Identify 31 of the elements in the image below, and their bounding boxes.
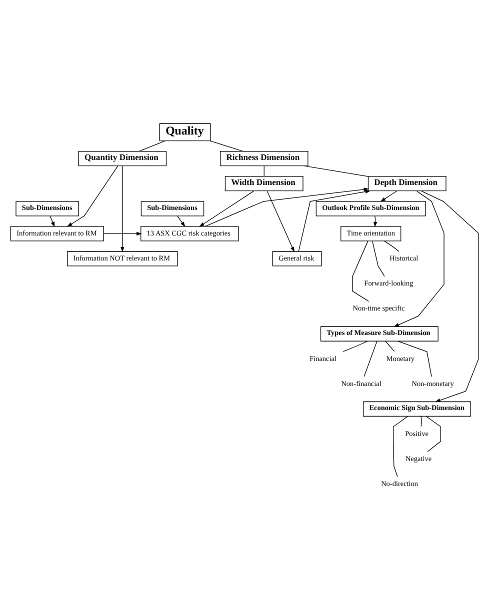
node-box: Quality (159, 123, 211, 142)
arrow (103, 232, 142, 236)
arrow (266, 190, 294, 252)
arrow (298, 190, 371, 252)
arrow (204, 188, 370, 227)
connector (342, 340, 368, 352)
connector (372, 240, 385, 277)
arrow (177, 216, 186, 227)
connector (210, 140, 244, 152)
connector (385, 340, 395, 352)
arrow (394, 190, 444, 327)
connector (420, 416, 422, 427)
arrow (199, 190, 254, 227)
connector (304, 166, 368, 177)
connector (364, 340, 378, 377)
node-box: Richness Dimension (220, 150, 308, 166)
arrow (373, 216, 378, 228)
arrow (420, 190, 479, 402)
node-box: Depth Dimension (368, 176, 446, 192)
arrow (67, 166, 118, 227)
node-box: Quantity Dimension (78, 150, 167, 166)
connector (426, 416, 442, 452)
arrow (50, 216, 55, 228)
connector (398, 340, 432, 377)
connector (384, 240, 400, 252)
arrow (380, 190, 398, 202)
connector (138, 140, 166, 152)
connector (352, 240, 370, 302)
node-box: Width Dimension (224, 176, 304, 192)
connector (392, 416, 408, 477)
arrow (120, 166, 124, 252)
